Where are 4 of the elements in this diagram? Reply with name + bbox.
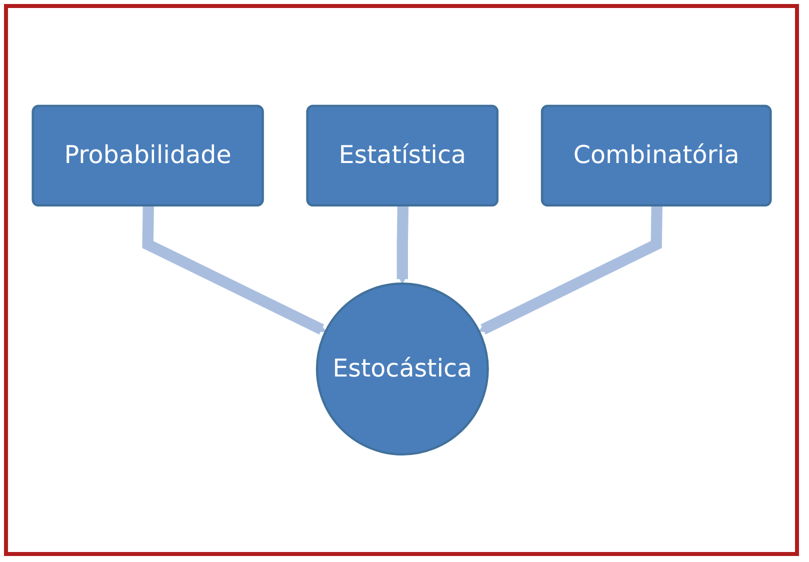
arrow	[142, 206, 326, 334]
arrow	[396, 206, 408, 284]
node-circle: Estocástica	[316, 282, 489, 456]
arrow	[478, 206, 662, 334]
